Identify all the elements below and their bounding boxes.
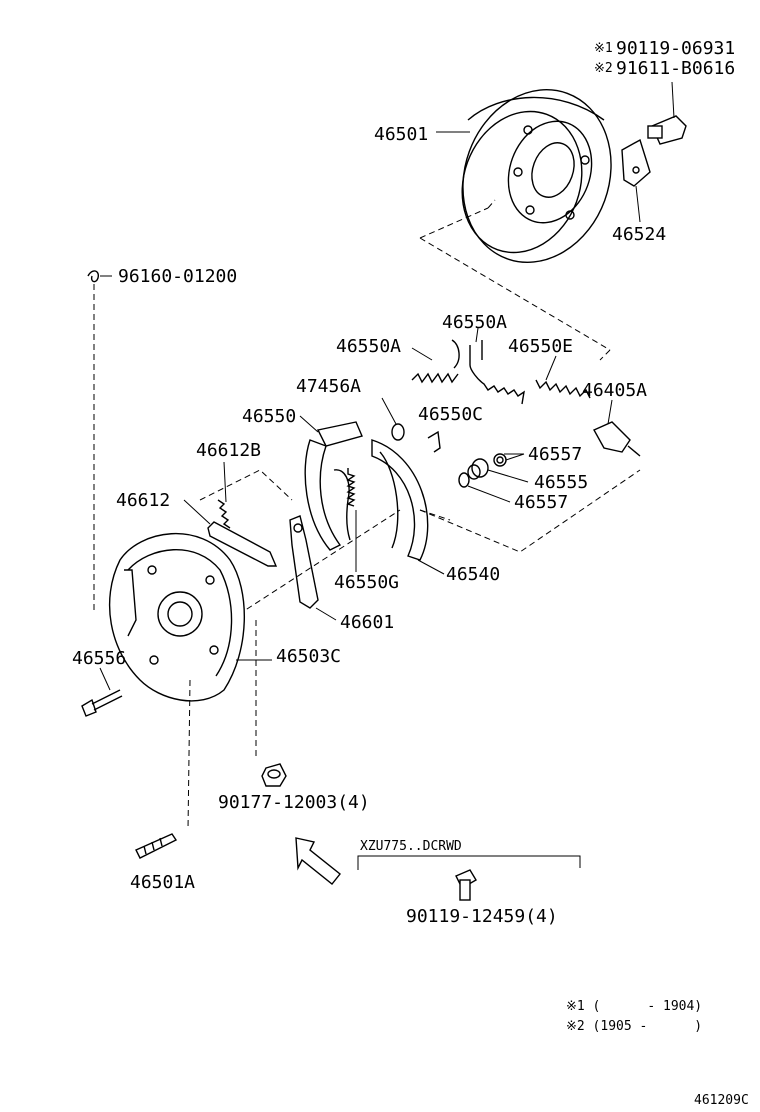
cup-46557-upper [493,453,525,467]
wheel-cylinder-46405A [593,399,641,457]
label-90119-06931: 90119-06931 [616,38,735,59]
nut-90177-12003 [261,763,287,787]
footnote-1: ※1 ( - 1904) [566,999,702,1014]
washer-47456A [381,397,405,441]
spring-46555 [467,458,529,483]
label-46540: 46540 [446,564,500,585]
brake-shoe-46550 [299,415,363,551]
direction-arrow [295,837,341,885]
label-90177-12003: 90177-12003(4) [218,792,370,813]
label-46557-lower: 46557 [514,492,568,513]
label-91611-B0616: 91611-B0616 [616,58,735,79]
label-47456A: 47456A [296,376,361,397]
plate-46524 [621,138,651,223]
label-46501: 46501 [374,124,428,145]
label-46524: 46524 [612,224,666,245]
label-46556: 46556 [72,648,126,669]
figure-id: 461209C [694,1093,749,1108]
label-46550C: 46550C [418,404,483,425]
label-46557-upper: 46557 [528,444,582,465]
label-46612: 46612 [116,490,170,511]
bolt-90119-12459 [455,869,477,901]
clip-46550C [427,430,441,453]
spring-46550G [346,468,357,572]
variant-label: XZU775..DCRWD [360,839,462,854]
note1-mark: ※1 [594,41,613,56]
stud-46501A [135,833,178,859]
bolt-90119-06931 [647,81,687,145]
lever-46601 [289,515,337,621]
strut-46612 [183,499,278,567]
label-90119-12459: 90119-12459(4) [406,906,558,927]
spring-46550E [535,355,591,399]
backing-plate-46503C [108,532,272,702]
label-46503C: 46503C [276,646,341,667]
spring-46550A-left [411,339,460,384]
label-46550A-top: 46550A [442,312,507,333]
clip-96160-01200 [87,270,112,283]
label-46612B: 46612B [196,440,261,461]
label-96160-01200: 96160-01200 [118,266,237,287]
spring-46612B [217,461,231,529]
footnote-2: ※2 (1905 - ) [566,1019,702,1034]
bolt-46556 [81,667,123,717]
label-46501A: 46501A [130,872,195,893]
label-46550: 46550 [242,406,296,427]
label-46601: 46601 [340,612,394,633]
label-46555: 46555 [534,472,588,493]
brake-shoe-46540 [371,439,445,575]
note2-mark: ※2 [594,61,613,76]
variant-bracket [357,855,581,870]
label-46550E: 46550E [508,336,573,357]
brake-drum-46501 [461,89,612,263]
spring-46550A-right [469,327,525,405]
cup-46557-lower [458,472,511,503]
label-46405A: 46405A [582,380,647,401]
label-46550A-left: 46550A [336,336,401,357]
label-46550G: 46550G [334,572,399,593]
